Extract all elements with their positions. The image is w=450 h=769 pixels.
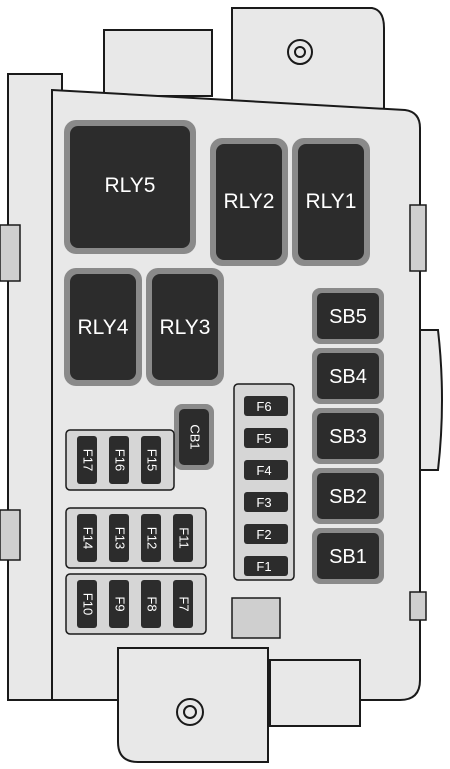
bottom-bracket (117, 647, 269, 763)
fuse-f1: F1 (244, 556, 288, 576)
fuse-f3: F3 (244, 492, 288, 512)
fuse-label-f6: F6 (256, 399, 271, 414)
small-blocks: SB5 SB4 SB3 SB2 SB1 (312, 288, 384, 584)
fuse-label-f7: F7 (177, 596, 192, 611)
fuse-f9: F9 (109, 580, 129, 628)
relay-rly1: RLY1 (292, 138, 370, 266)
block-label-sb4: SB4 (329, 366, 367, 388)
relay-label-rly5: RLY5 (105, 174, 156, 197)
fuse-f2: F2 (244, 524, 288, 544)
bottom-right-latch (269, 659, 361, 727)
right-knob (419, 329, 443, 471)
fuse-label-f12: F12 (145, 527, 160, 549)
fuse-f4: F4 (244, 460, 288, 480)
fuse-f10: F10 (77, 580, 97, 628)
top-clip (103, 29, 213, 97)
relay-rly5: RLY5 (64, 120, 196, 254)
fuse-f13: F13 (109, 514, 129, 562)
fuse-f5: F5 (244, 428, 288, 448)
fuse-label-f13: F13 (113, 527, 128, 549)
fuse-f12: F12 (141, 514, 161, 562)
block-label-sb3: SB3 (329, 426, 367, 448)
relay-rly3: RLY3 (146, 268, 224, 386)
relay-rly2: RLY2 (210, 138, 288, 266)
fuse-label-f3: F3 (256, 495, 271, 510)
bottom-mount-hole (176, 698, 204, 726)
fuse-f11: F11 (173, 514, 193, 562)
block-sb3: SB3 (312, 408, 384, 464)
horizontal-fuse-column: F6 F5 F4 F3 F2 F1 (233, 383, 295, 581)
block-sb2: SB2 (312, 468, 384, 524)
fuse-f14: F14 (77, 514, 97, 562)
fuse-label-f4: F4 (256, 463, 271, 478)
block-label-sb1: SB1 (329, 546, 367, 568)
circuit-breaker-label: CB1 (188, 424, 203, 449)
relays: RLY5 RLY2 RLY1 RLY4 RLY3 (64, 120, 370, 386)
block-sb1: SB1 (312, 528, 384, 584)
fuse-label-f14: F14 (81, 527, 96, 549)
bottom-connector (231, 597, 281, 639)
fuse-f8: F8 (141, 580, 161, 628)
fuse-label-f15: F15 (145, 449, 160, 471)
right-clip-lower (409, 591, 427, 621)
block-sb5: SB5 (312, 288, 384, 344)
relay-rly4: RLY4 (64, 268, 142, 386)
relay-label-rly2: RLY2 (224, 190, 275, 213)
vertical-fuse-grid: F17 F16 F15 F14 F13 F12 F11 (65, 429, 207, 635)
fuse-f17: F17 (77, 436, 97, 484)
right-clip-upper (409, 204, 427, 272)
fuse-label-f11: F11 (177, 527, 192, 548)
fuse-f16: F16 (109, 436, 129, 484)
fuse-f6: F6 (244, 396, 288, 416)
fuse-label-f16: F16 (113, 449, 128, 471)
top-mount-hole (287, 39, 313, 65)
relay-label-rly3: RLY3 (160, 316, 211, 339)
fuse-label-f17: F17 (81, 449, 96, 471)
fuse-label-f9: F9 (113, 596, 128, 611)
relay-label-rly1: RLY1 (306, 190, 357, 213)
side-clips (0, 204, 427, 639)
left-clip-upper (0, 224, 21, 282)
block-label-sb2: SB2 (329, 486, 367, 508)
block-label-sb5: SB5 (329, 306, 367, 328)
fuse-label-f1: F1 (256, 559, 271, 574)
mounting-holes (176, 39, 313, 726)
fuse-label-f5: F5 (256, 431, 271, 446)
fuse-f7: F7 (173, 580, 193, 628)
fuse-label-f8: F8 (145, 596, 160, 611)
relay-label-rly4: RLY4 (78, 316, 129, 339)
fuse-label-f10: F10 (81, 593, 96, 615)
block-sb4: SB4 (312, 348, 384, 404)
left-clip-lower (0, 509, 21, 561)
fuse-f15: F15 (141, 436, 161, 484)
circuit-breaker-cb1: CB1 (174, 404, 214, 470)
fuse-label-f2: F2 (256, 527, 271, 542)
